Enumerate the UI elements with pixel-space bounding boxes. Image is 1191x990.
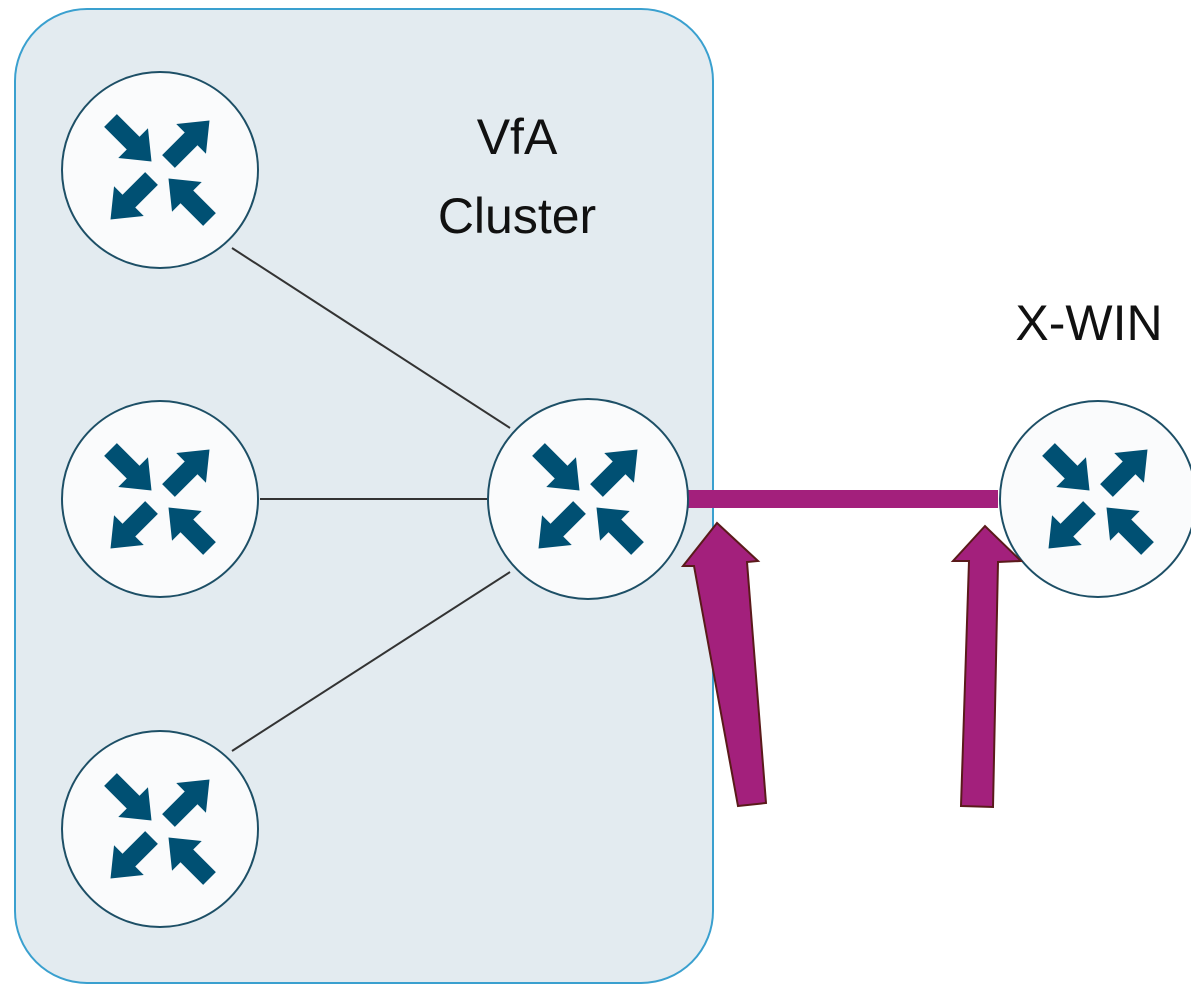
inward-arrow-icon — [104, 114, 152, 162]
inward-arrow-icon — [168, 837, 216, 885]
outward-arrow-icon — [590, 449, 638, 497]
xwin-label: X-WIN — [1015, 295, 1162, 351]
inward-arrow-icon — [532, 443, 580, 491]
link-router3-hub — [231, 571, 511, 752]
inward-arrow-icon — [168, 178, 216, 226]
outward-arrow-icon — [162, 120, 210, 168]
link-router1-hub — [231, 247, 511, 429]
inward-arrow-icon — [1106, 507, 1154, 555]
pointer-arrow-left — [680, 521, 768, 808]
xwin-router-icon[interactable] — [999, 400, 1191, 598]
inward-arrow-icon — [168, 507, 216, 555]
outward-arrow-icon — [1048, 501, 1096, 549]
router-icon[interactable] — [61, 730, 259, 928]
outward-arrow-icon — [538, 501, 586, 549]
pointer-arrow-right — [950, 524, 1024, 809]
router-icon[interactable] — [61, 71, 259, 269]
inward-arrow-icon — [1042, 443, 1090, 491]
outward-arrow-icon — [110, 831, 158, 879]
router-icon[interactable] — [61, 400, 259, 598]
cluster-label-line2: Cluster — [438, 188, 596, 244]
outward-arrow-icon — [162, 779, 210, 827]
outward-arrow-icon — [110, 501, 158, 549]
hub-router-icon[interactable] — [487, 398, 689, 600]
inward-arrow-icon — [104, 773, 152, 821]
outward-arrow-icon — [1100, 449, 1148, 497]
cluster-label-line1: VfA — [477, 109, 558, 165]
inward-arrow-icon — [104, 443, 152, 491]
inward-arrow-icon — [596, 507, 644, 555]
outward-arrow-icon — [110, 172, 158, 220]
outward-arrow-icon — [162, 449, 210, 497]
